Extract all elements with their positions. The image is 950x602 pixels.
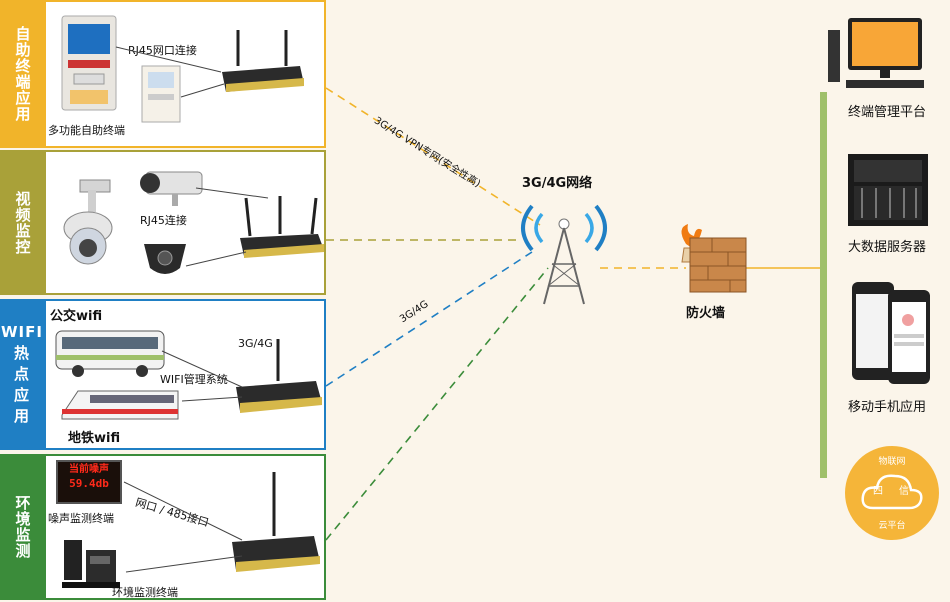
- label-env-terminal: 环境监测终端: [112, 586, 178, 599]
- connector-lines-2: [185, 187, 269, 267]
- wifi-label-line-3: 点: [13, 365, 30, 383]
- section-label-wifi: WIFI 热 点 应 用: [0, 299, 44, 450]
- router-icon-3: [236, 339, 322, 413]
- connector-lines-3: [161, 350, 243, 402]
- connector-lines-1: [115, 46, 225, 98]
- connector-lines-4: [123, 481, 243, 573]
- section-label-video: 视频监控: [0, 150, 44, 295]
- wifi-label-line-5: 用: [13, 407, 30, 425]
- label-bus-wifi: 公交wifi: [50, 309, 103, 324]
- label-noise-terminal: 噪声监测终端: [48, 512, 114, 525]
- env-monitor-icon: [62, 540, 120, 588]
- wifi-label-line-2: 热: [13, 344, 30, 362]
- panel-self-service: RJ45网口连接 多功能自助终端: [44, 0, 326, 148]
- desktop-computer-icon: [828, 18, 924, 88]
- section-label-env: 环境监测: [0, 454, 44, 600]
- dome-camera-icon: [63, 179, 113, 265]
- section-label-self-service: 自助终端应用: [0, 0, 44, 148]
- panel-video: RJ45连接: [44, 150, 326, 295]
- right-label-bigdata: 大数据服务器: [848, 240, 927, 255]
- bullet-camera-icon: [140, 171, 203, 206]
- panel-env: 当前噪声 59.4db 噪声监测终端 环境监测终端 网口 / 485接口: [44, 454, 326, 600]
- cloud-top-text: 物联网: [878, 457, 906, 467]
- firewall-label: 防火墙: [686, 306, 726, 321]
- blade-server-icon: [848, 154, 928, 226]
- cloud-right-text: 信: [899, 486, 909, 497]
- label-3g4g-router: 3G/4G: [238, 337, 273, 350]
- cloud-platform-badge: 物联网 四 信 云平台: [845, 446, 939, 540]
- atm-kiosk-icon: [141, 65, 181, 123]
- router-icon-1: [222, 30, 304, 92]
- panel-wifi: 公交wifi 地铁wifi WIFI管理系统 3G/4G: [44, 299, 326, 450]
- label-multi-kiosk: 多功能自助终端: [48, 124, 125, 137]
- firewall-icon: [681, 224, 747, 293]
- label-wifi-mgmt: WIFI管理系统: [160, 373, 228, 386]
- wifi-label-line-4: 应: [13, 386, 30, 404]
- cloud-left-text: 四: [873, 486, 883, 497]
- noise-display: 当前噪声 59.4db: [56, 460, 122, 504]
- network-title: 3G/4G网络: [522, 176, 593, 191]
- label-subway-wifi: 地铁wifi: [68, 431, 121, 446]
- bus-icon: [55, 330, 165, 377]
- cloud-bottom-text: 云平台: [878, 521, 906, 531]
- cell-tower-icon: [521, 204, 607, 305]
- right-label-terminal-mgmt: 终端管理平台: [848, 105, 927, 120]
- cloud-icon: [861, 474, 923, 510]
- subway-train-icon: [61, 390, 179, 420]
- router-icon-4: [232, 472, 320, 572]
- mini-dome-camera-icon: [144, 244, 186, 274]
- router-icon-2: [240, 196, 324, 258]
- noise-display-value: 59.4db: [69, 477, 109, 490]
- label-rj45-connect: RJ45连接: [140, 214, 187, 227]
- noise-display-title: 当前噪声: [69, 464, 109, 475]
- right-label-mobile-app: 移动手机应用: [848, 400, 927, 415]
- mobile-phone-icon: [852, 282, 930, 384]
- wifi-label-line-1: WIFI: [1, 323, 43, 341]
- self-service-kiosk-icon: [61, 15, 117, 111]
